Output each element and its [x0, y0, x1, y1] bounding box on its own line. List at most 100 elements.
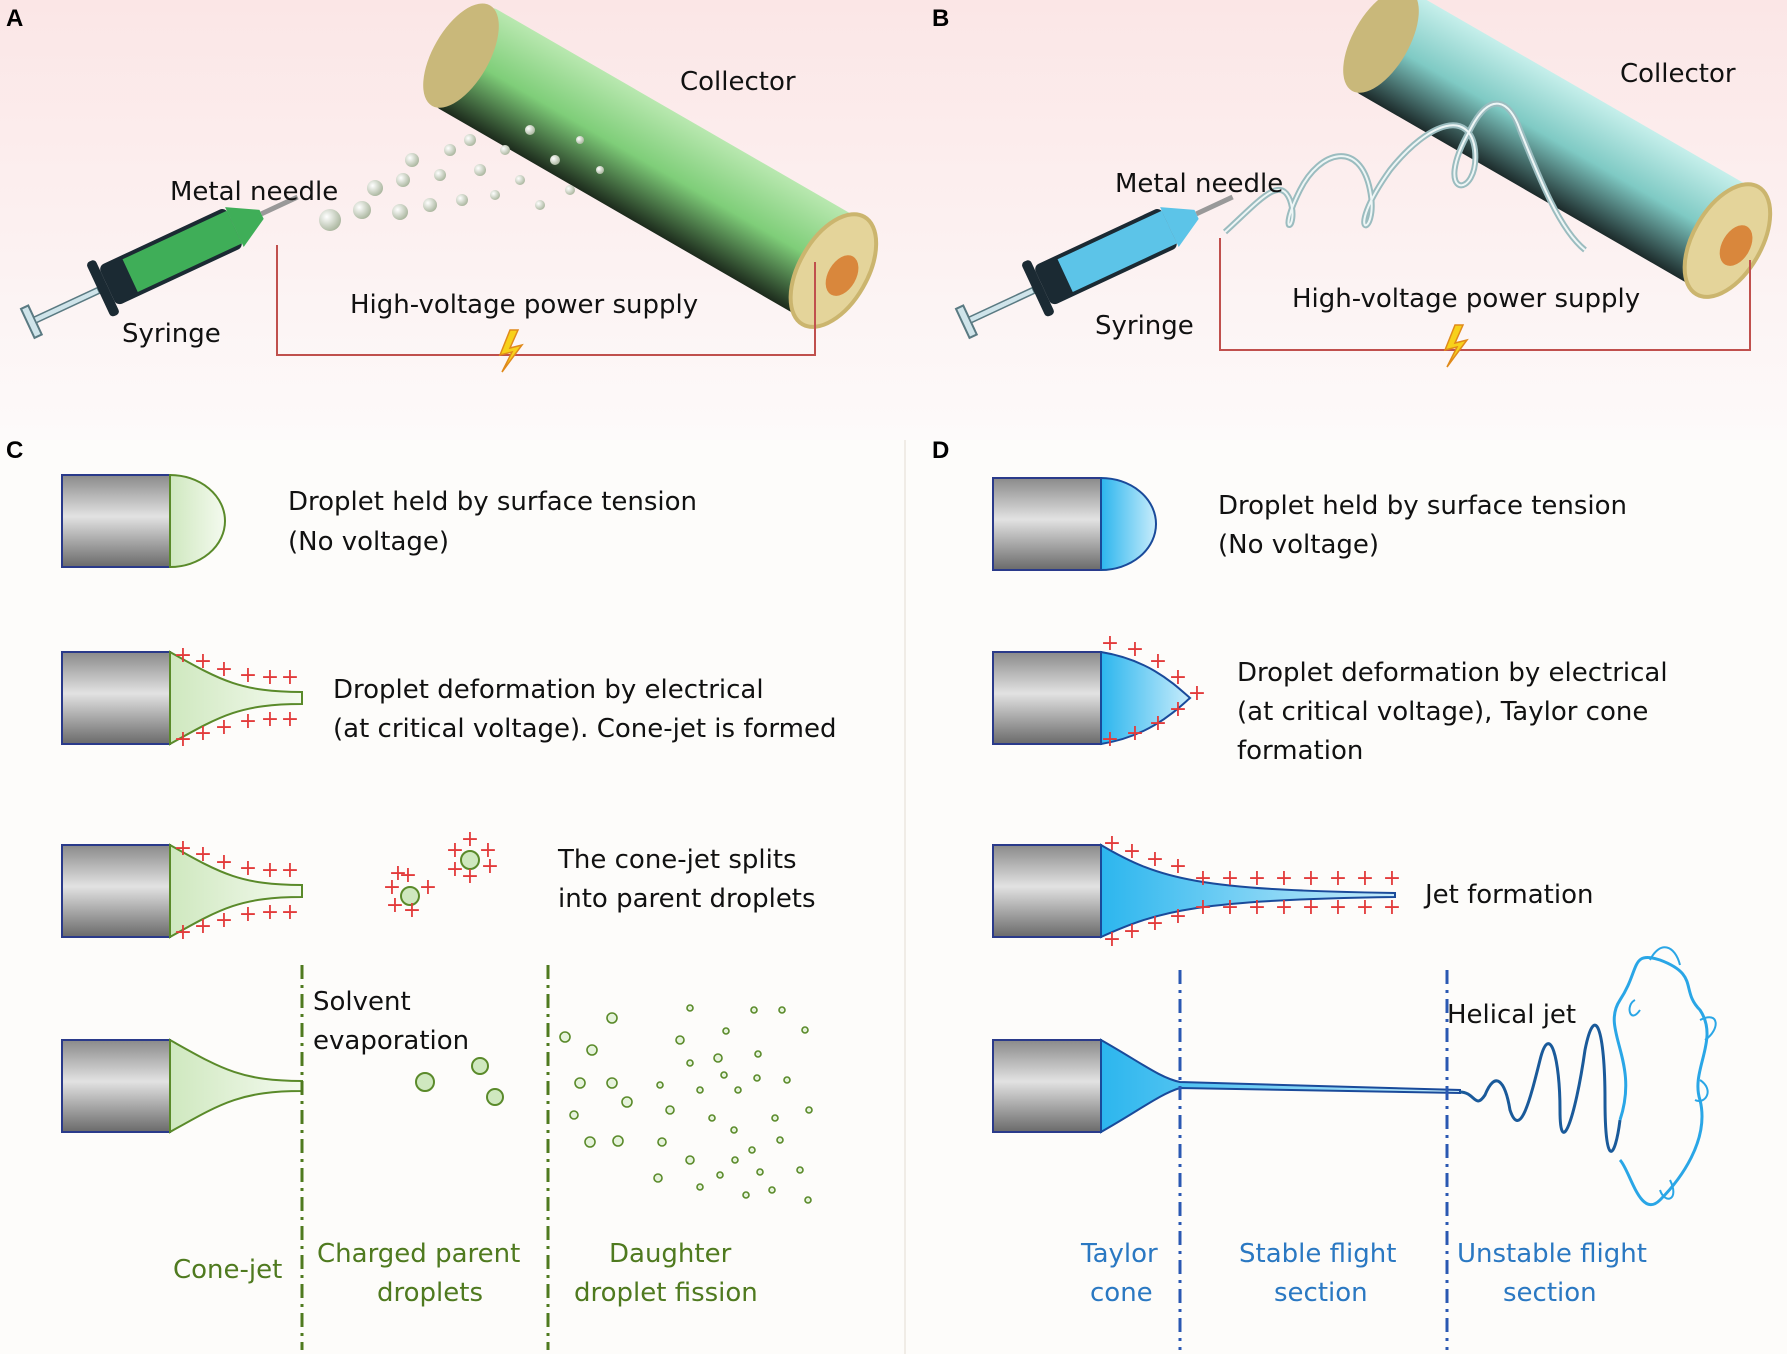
plus-charge-sign: + — [174, 920, 192, 945]
daughter-droplet — [805, 1106, 813, 1114]
plus-charge-sign: + — [194, 721, 212, 746]
plus-charge-sign: + — [174, 727, 192, 752]
needle-label-b: Metal needle — [1115, 169, 1283, 199]
collector-label-b: Collector — [1620, 59, 1736, 89]
panel-letter-c: C — [6, 437, 23, 464]
c-row1-text2: (No voltage) — [288, 527, 449, 557]
c-row3-text1: The cone-jet splits — [557, 845, 797, 875]
daughter-droplet — [778, 1006, 786, 1014]
daughter-droplet — [804, 1196, 812, 1204]
plus-charge-sign: + — [261, 858, 279, 883]
plus-charge-sign: + — [419, 875, 437, 900]
plus-charge-sign: + — [446, 857, 464, 882]
plus-charge-sign: + — [174, 836, 192, 861]
plus-charge-sign: + — [215, 715, 233, 740]
daughter-droplet — [796, 1166, 804, 1174]
plus-charge-sign: + — [1356, 866, 1374, 891]
daughter-droplet — [559, 1031, 571, 1043]
c-row2-text1: Droplet deformation by electrical — [333, 675, 764, 705]
daughter-droplet — [783, 1076, 791, 1084]
plus-charge-sign: + — [1194, 866, 1212, 891]
needle-label-a: Metal needle — [170, 177, 338, 207]
d-section-stable-1: Stable flight — [1239, 1239, 1396, 1269]
plus-charge-sign: + — [1302, 895, 1320, 920]
d-whipping-loops — [1628, 946, 1717, 1200]
plus-charge-sign: + — [1149, 711, 1167, 736]
daughter-droplet — [776, 1136, 784, 1144]
daughter-droplet — [750, 1006, 758, 1014]
c-parent-droplets — [415, 1057, 504, 1106]
plus-charge-sign: + — [281, 900, 299, 925]
plus-charge-sign: + — [403, 898, 421, 923]
c-row2-text2: (at critical voltage). Cone-jet is forme… — [333, 714, 836, 744]
plus-charge-sign: + — [1169, 665, 1187, 690]
plus-charge-sign: + — [194, 649, 212, 674]
c-section-daughter-1: Daughter — [609, 1239, 732, 1269]
d-section-unstable-1: Unstable flight — [1457, 1239, 1647, 1269]
plus-charge-sign: + — [1126, 721, 1144, 746]
power-wire-b — [1219, 238, 1751, 351]
plus-charge-sign: + — [1194, 895, 1212, 920]
plus-charge-sign: + — [479, 838, 497, 863]
plus-charge-sign: + — [1329, 895, 1347, 920]
plus-charge-sign: + — [1383, 866, 1401, 891]
plus-charge-sign: + — [1275, 866, 1293, 891]
panel-d-row3-needle — [992, 843, 1396, 939]
panel-letter-a: A — [6, 5, 23, 32]
plus-charge-sign: + — [1356, 895, 1374, 920]
plus-charge-sign: + — [383, 875, 401, 900]
c-evap-text2: evaporation — [313, 1026, 469, 1056]
d-row3-text: Jet formation — [1423, 880, 1593, 910]
plus-charge-sign: + — [1221, 866, 1239, 891]
daughter-droplet — [586, 1044, 598, 1056]
panel-d-row2-needle — [992, 650, 1192, 746]
panel-letter-b: B — [932, 5, 949, 32]
plus-charge-sign: + — [1101, 727, 1119, 752]
plus-charge-sign: + — [1123, 839, 1141, 864]
plus-charge-sign: + — [1149, 649, 1167, 674]
daughter-droplet — [771, 1114, 779, 1122]
d-helical-label: Helical jet — [1447, 1000, 1576, 1030]
plus-charge-sign: + — [446, 838, 464, 863]
plus-charge-sign: + — [1146, 847, 1164, 872]
plus-charge-sign: + — [239, 709, 257, 734]
plus-charge-sign: + — [1329, 866, 1347, 891]
plus-charge-sign: + — [194, 842, 212, 867]
plus-charge-sign: + — [281, 665, 299, 690]
syringe-a — [19, 194, 299, 340]
c-section-parent-2: droplets — [377, 1278, 483, 1308]
plus-charge-sign: + — [239, 663, 257, 688]
plus-charge-sign: + — [239, 902, 257, 927]
daughter-droplet — [675, 1035, 685, 1045]
syringe-label-a: Syringe — [122, 319, 221, 349]
panel-c-row3-needle — [61, 843, 480, 939]
panel-c-row2-needle — [61, 650, 303, 746]
lightning-icon-b — [1443, 324, 1469, 368]
plus-charge-sign: + — [1248, 866, 1266, 891]
c-section-parent-1: Charged parent — [317, 1239, 520, 1269]
plus-charge-sign: + — [1103, 831, 1121, 856]
plus-charge-sign: + — [481, 854, 499, 879]
daughter-droplet — [734, 1086, 742, 1094]
plus-charge-sign: + — [1146, 911, 1164, 936]
daughter-droplet — [756, 1168, 764, 1176]
plus-charge-sign: + — [1126, 637, 1144, 662]
c-section-cone-jet: Cone-jet — [173, 1255, 282, 1285]
plus-charge-sign: + — [1169, 854, 1187, 879]
plus-charge-sign: + — [215, 908, 233, 933]
plus-charge-sign: + — [1248, 895, 1266, 920]
daughter-droplet — [606, 1012, 618, 1024]
daughter-droplet — [754, 1050, 762, 1058]
d-whipping-jet — [1612, 955, 1709, 1206]
daughter-droplet — [722, 1027, 730, 1035]
panel-letter-d: D — [932, 437, 949, 464]
plus-charge-sign: + — [1383, 895, 1401, 920]
lightning-icon — [498, 329, 524, 373]
daughter-droplet — [768, 1186, 776, 1194]
daughter-droplet — [720, 1071, 728, 1079]
c-row3-text2: into parent droplets — [558, 884, 816, 914]
d-row2-text2: (at critical voltage), Taylor cone — [1237, 697, 1648, 727]
plus-charge-sign: + — [281, 858, 299, 883]
daughter-droplet — [685, 1155, 695, 1165]
